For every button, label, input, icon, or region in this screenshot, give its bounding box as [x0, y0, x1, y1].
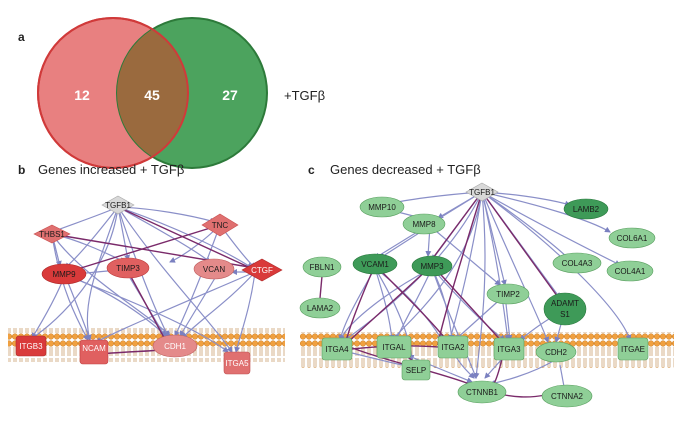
- node-cdh1: CDH1: [152, 334, 198, 358]
- svg-text:LAMA2: LAMA2: [307, 304, 334, 313]
- svg-text:MMP10: MMP10: [368, 203, 396, 212]
- svg-text:COL4A1: COL4A1: [615, 267, 646, 276]
- svg-text:ADAMT: ADAMT: [551, 299, 579, 308]
- svg-text:ITGAE: ITGAE: [621, 345, 645, 354]
- node-tgfb1-b: TGFB1: [101, 195, 135, 215]
- svg-text:MMP9: MMP9: [52, 270, 76, 279]
- svg-text:TNC: TNC: [212, 221, 229, 230]
- panel-c-letter: c: [308, 163, 315, 177]
- node-ctgf: CTGF: [241, 258, 283, 282]
- node-vcan: VCAN: [193, 258, 235, 280]
- svg-text:ITGB3: ITGB3: [19, 342, 43, 351]
- svg-text:TIMP3: TIMP3: [116, 264, 140, 273]
- node-itga3: ITGA3: [493, 337, 525, 361]
- venn-overlap: [117, 18, 188, 168]
- svg-text:1: 1: [92, 364, 97, 373]
- svg-text:CTNNB1: CTNNB1: [466, 388, 499, 397]
- svg-text:ITGA5: ITGA5: [225, 359, 249, 368]
- svg-text:S1: S1: [560, 310, 570, 319]
- node-col6a1: COL6A1: [608, 227, 656, 249]
- svg-text:FBLN1: FBLN1: [310, 263, 335, 272]
- node-lamb2: LAMB2: [563, 198, 609, 220]
- node-lama2: LAMA2: [299, 297, 341, 319]
- svg-text:TGFB1: TGFB1: [469, 188, 495, 197]
- venn-right-count: 27: [222, 87, 238, 103]
- svg-text:ITGAL: ITGAL: [382, 343, 406, 352]
- svg-text:LAMB2: LAMB2: [573, 205, 600, 214]
- panel-b-title: Genes increased + TGFβ: [38, 162, 184, 177]
- node-mmp10: MMP10: [359, 196, 405, 218]
- panel-b-letter: b: [18, 163, 25, 177]
- svg-text:COL4A3: COL4A3: [562, 259, 593, 268]
- svg-text:THBS1: THBS1: [39, 230, 65, 239]
- svg-text:ITGA2: ITGA2: [441, 343, 465, 352]
- svg-text:TGFB1: TGFB1: [105, 201, 131, 210]
- node-timp2: TIMP2: [486, 283, 530, 305]
- node-adamts1: ADAMT S1: [543, 292, 587, 326]
- svg-text:TIMP2: TIMP2: [496, 290, 520, 299]
- node-fbln1: FBLN1: [302, 256, 342, 278]
- node-itgb3: ITGB3: [15, 335, 47, 357]
- svg-text:ITGA4: ITGA4: [325, 345, 349, 354]
- node-timp3: TIMP3: [106, 257, 150, 279]
- node-selp: SELP: [401, 359, 431, 381]
- venn-overlap-count: 45: [144, 87, 160, 103]
- panel-a-letter: a: [18, 30, 25, 44]
- svg-text:MMP8: MMP8: [412, 220, 436, 229]
- node-ctnnb1: CTNNB1: [457, 380, 507, 404]
- svg-text:CTNNA2: CTNNA2: [551, 392, 584, 401]
- panel-c-membrane: [300, 332, 674, 368]
- panel-a: a 12 45 27 +TGFβ: [18, 17, 325, 169]
- node-itga4: ITGA4: [321, 337, 353, 361]
- svg-text:ITGA3: ITGA3: [497, 345, 521, 354]
- svg-text:MMP3: MMP3: [420, 262, 444, 271]
- node-mmp8: MMP8: [402, 213, 446, 235]
- node-mmp9: MMP9: [41, 263, 87, 285]
- svg-text:CTGF: CTGF: [251, 266, 273, 275]
- node-ctnna2: CTNNA2: [541, 384, 593, 408]
- svg-text:SELP: SELP: [406, 366, 426, 375]
- svg-text:VCAN: VCAN: [203, 265, 225, 274]
- node-vcam1: VCAM1: [352, 253, 398, 275]
- svg-text:NCAM: NCAM: [82, 344, 106, 353]
- node-ncam1: NCAM 1: [79, 339, 109, 373]
- node-thbs1: THBS1: [33, 224, 71, 244]
- node-itga2: ITGA2: [437, 335, 469, 359]
- node-tnc: TNC: [201, 213, 239, 237]
- venn-left-count: 12: [74, 87, 90, 103]
- node-cdh2: CDH2: [535, 341, 577, 363]
- node-itgae: ITGAE: [617, 337, 649, 361]
- panel-c-title: Genes decreased + TGFβ: [330, 162, 481, 177]
- venn-condition-label: +TGFβ: [284, 88, 325, 103]
- panel-c: c Genes decreased + TGFβ: [299, 162, 674, 408]
- node-col4a1: COL4A1: [606, 260, 654, 282]
- svg-text:VCAM1: VCAM1: [361, 260, 389, 269]
- svg-text:COL6A1: COL6A1: [617, 234, 648, 243]
- panel-b: b Genes increased + TGFβ: [8, 162, 285, 375]
- node-mmp3: MMP3: [411, 255, 453, 277]
- node-itgal: ITGAL: [376, 335, 412, 359]
- node-tgfb1-c: TGFB1: [465, 182, 499, 202]
- svg-text:CDH1: CDH1: [164, 342, 186, 351]
- node-col4a3: COL4A3: [552, 252, 602, 274]
- node-itga5: ITGA5: [223, 351, 251, 375]
- svg-text:CDH2: CDH2: [545, 348, 567, 357]
